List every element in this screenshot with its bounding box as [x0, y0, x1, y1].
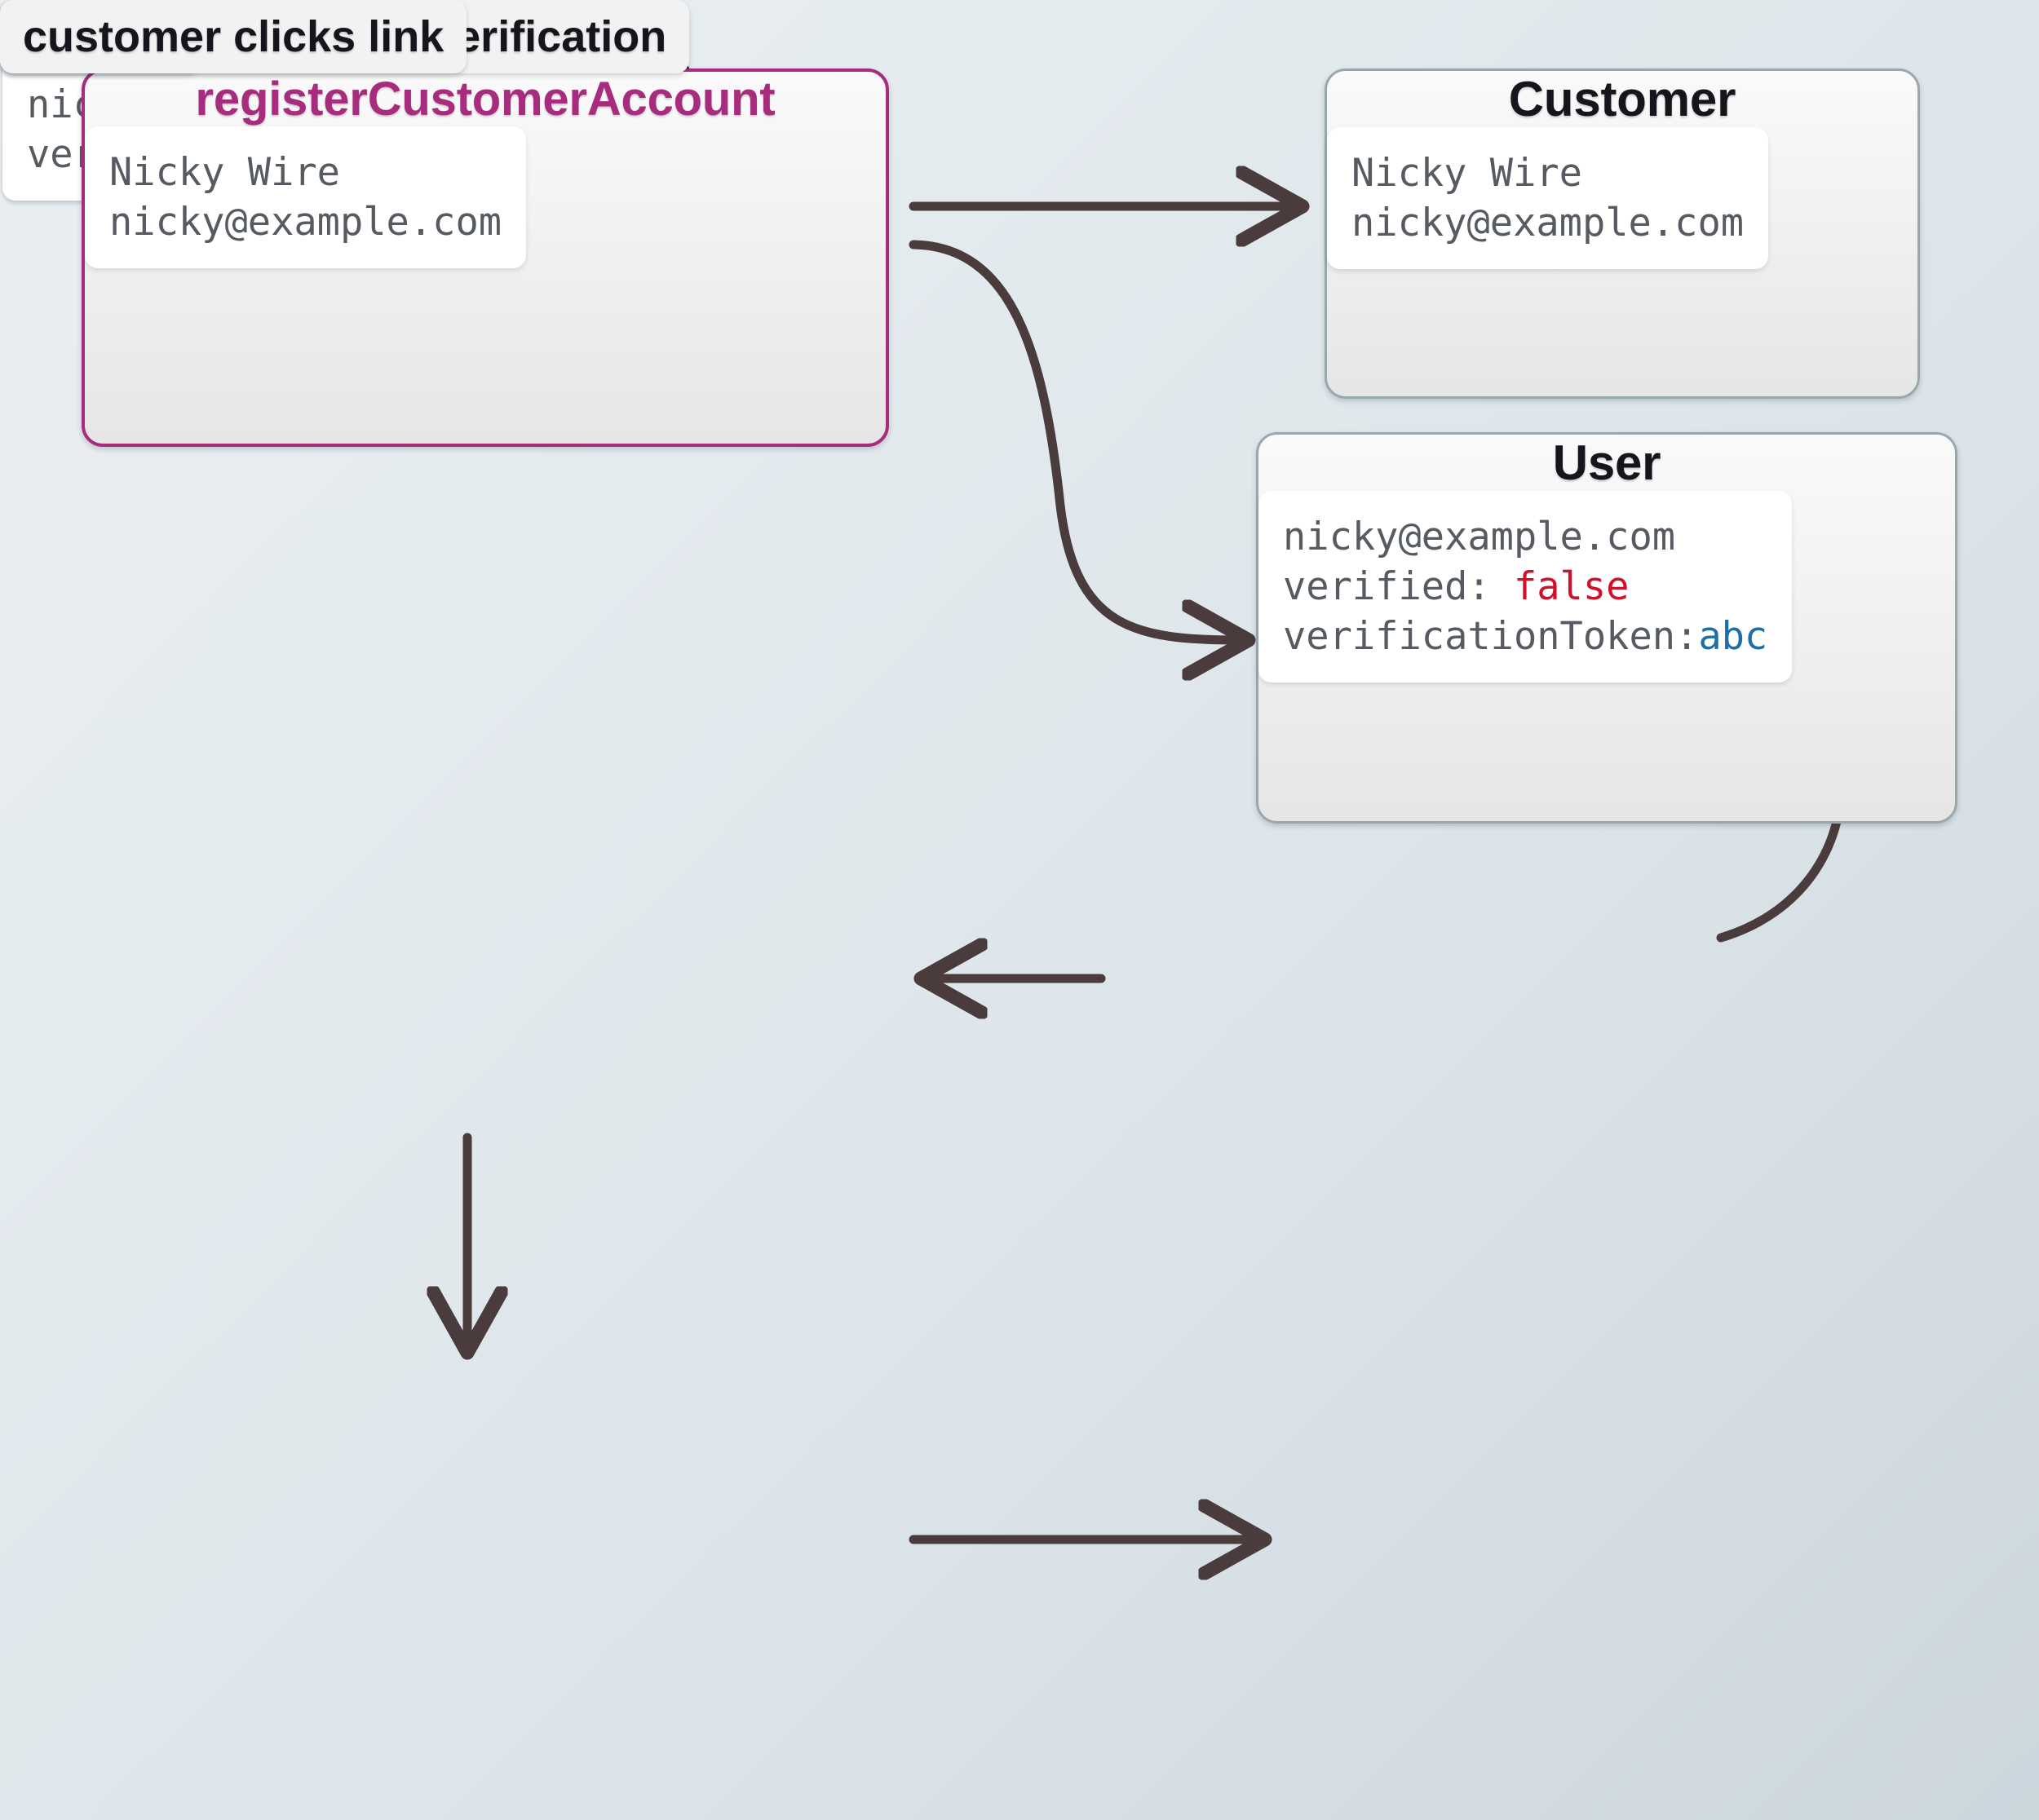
- code-key-token: verificationToken:: [1283, 614, 1699, 660]
- node-title: registerCustomerAccount: [195, 73, 776, 126]
- edge-label-customer-clicks-link: customer clicks link: [0, 0, 467, 73]
- code-line-name: Nicky Wire: [109, 150, 340, 195]
- code-line-email: nicky@example.com: [1351, 201, 1745, 246]
- edge-creates-user: [909, 240, 1240, 640]
- node-code-panel: nicky@example.com verified: false verifi…: [1258, 491, 1793, 683]
- code-line-email: nicky@example.com: [109, 200, 502, 245]
- node-code-panel: Nicky Wire nicky@example.com: [85, 126, 527, 269]
- code-line-name: Nicky Wire: [1351, 151, 1582, 196]
- node-title: User: [1552, 435, 1661, 490]
- code-value-token: abc: [1698, 614, 1768, 660]
- code-key-verified: verified:: [1283, 564, 1514, 610]
- code-value-verified: false: [1513, 564, 1630, 610]
- code-line-email: nicky@example.com: [1283, 515, 1676, 559]
- node-user-unverified[interactable]: User nicky@example.com verified: false v…: [1256, 432, 1957, 824]
- node-code-panel: Nicky Wire nicky@example.com: [1327, 127, 1769, 270]
- node-register-customer-account[interactable]: registerCustomerAccount Nicky Wire nicky…: [82, 68, 889, 447]
- node-title: Customer: [1508, 72, 1736, 126]
- node-customer[interactable]: Customer Nicky Wire nicky@example.com: [1325, 68, 1920, 399]
